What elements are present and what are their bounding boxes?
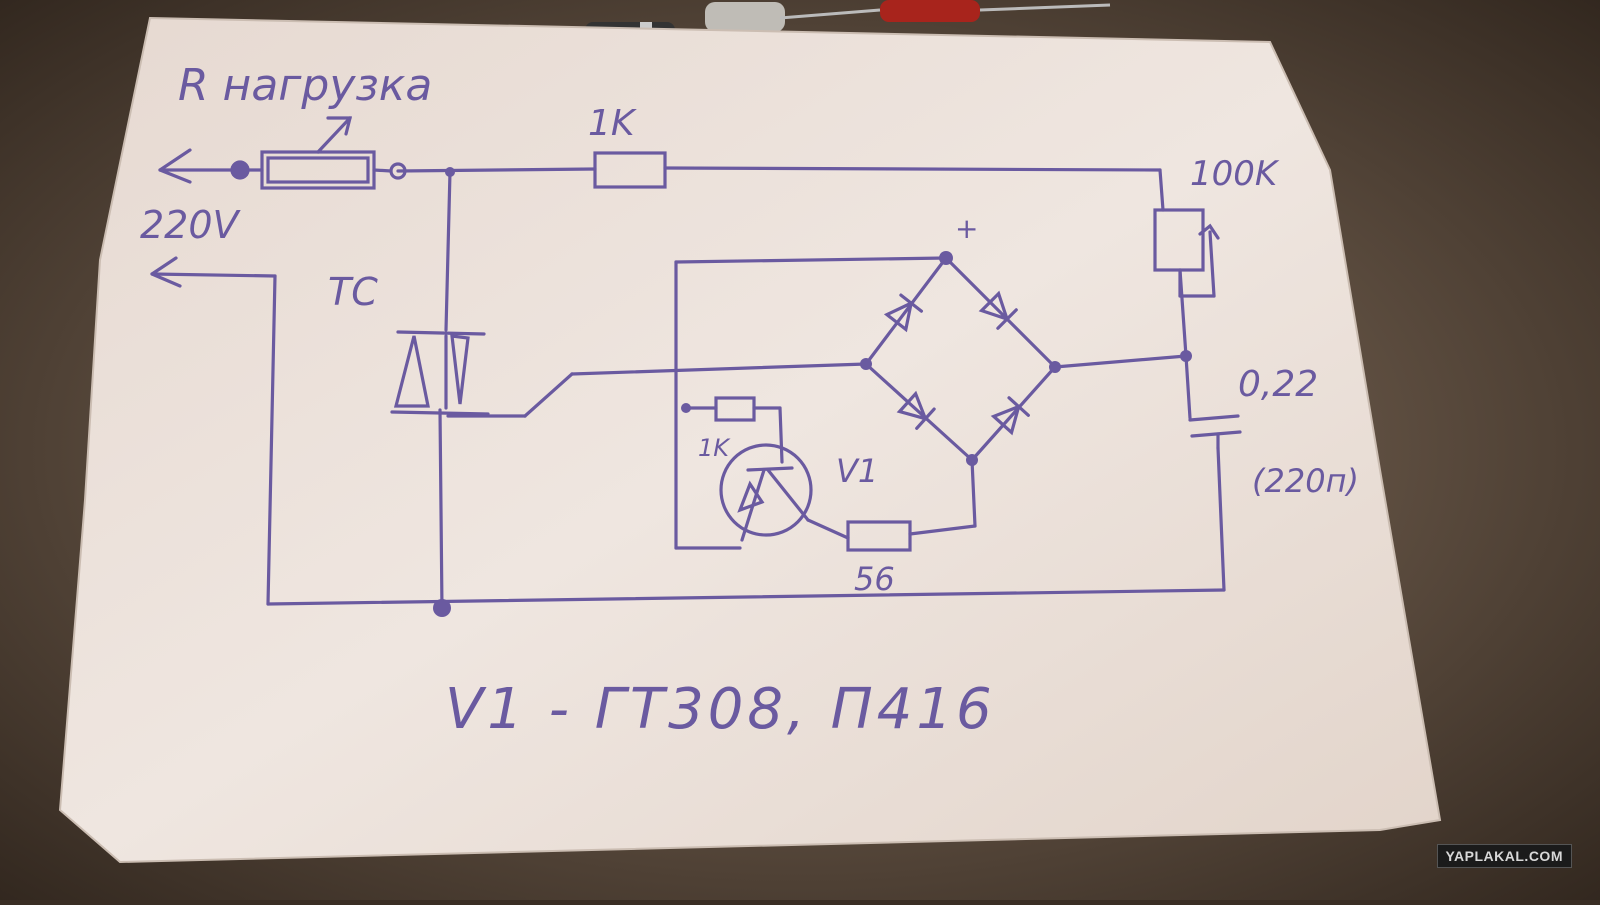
wires	[150, 148, 1226, 612]
label-triac: TC	[328, 270, 378, 314]
label-note: V1 - ГТ308, П416	[445, 677, 996, 742]
labels: R нагрузка 220V TC 1K 100K + 0,22 (220п)…	[140, 60, 1359, 742]
diode-bridge	[883, 290, 1030, 436]
label-r-100k: 100K	[1190, 154, 1280, 194]
paper-sheet	[58, 16, 1442, 864]
resistor-1k-top	[593, 151, 667, 189]
transistor-v1	[719, 443, 813, 542]
label-voltage: 220V	[140, 203, 242, 247]
label-r-56: 56	[854, 560, 895, 598]
capacitor-plate-bottom	[1190, 430, 1242, 438]
label-r-1k-small: 1K	[698, 434, 731, 462]
triac-symbol	[390, 330, 490, 416]
capacitor-plate-top	[1188, 414, 1240, 422]
resistor-56	[846, 520, 912, 552]
label-plus: +	[955, 212, 978, 245]
label-cap-voltage: (220п)	[1252, 462, 1359, 500]
resistor-component	[880, 0, 980, 22]
label-r-1k-top: 1K	[588, 103, 637, 144]
watermark: YAPLAKAL.COM	[1436, 844, 1572, 868]
capacitor-component	[705, 2, 785, 32]
components	[230, 116, 1242, 552]
label-transistor: V1	[836, 452, 878, 490]
label-cap-value: 0,22	[1238, 364, 1318, 405]
junctions	[433, 167, 1192, 617]
label-r-load: R нагрузка	[178, 60, 432, 111]
resistor-1k-small	[714, 396, 756, 422]
